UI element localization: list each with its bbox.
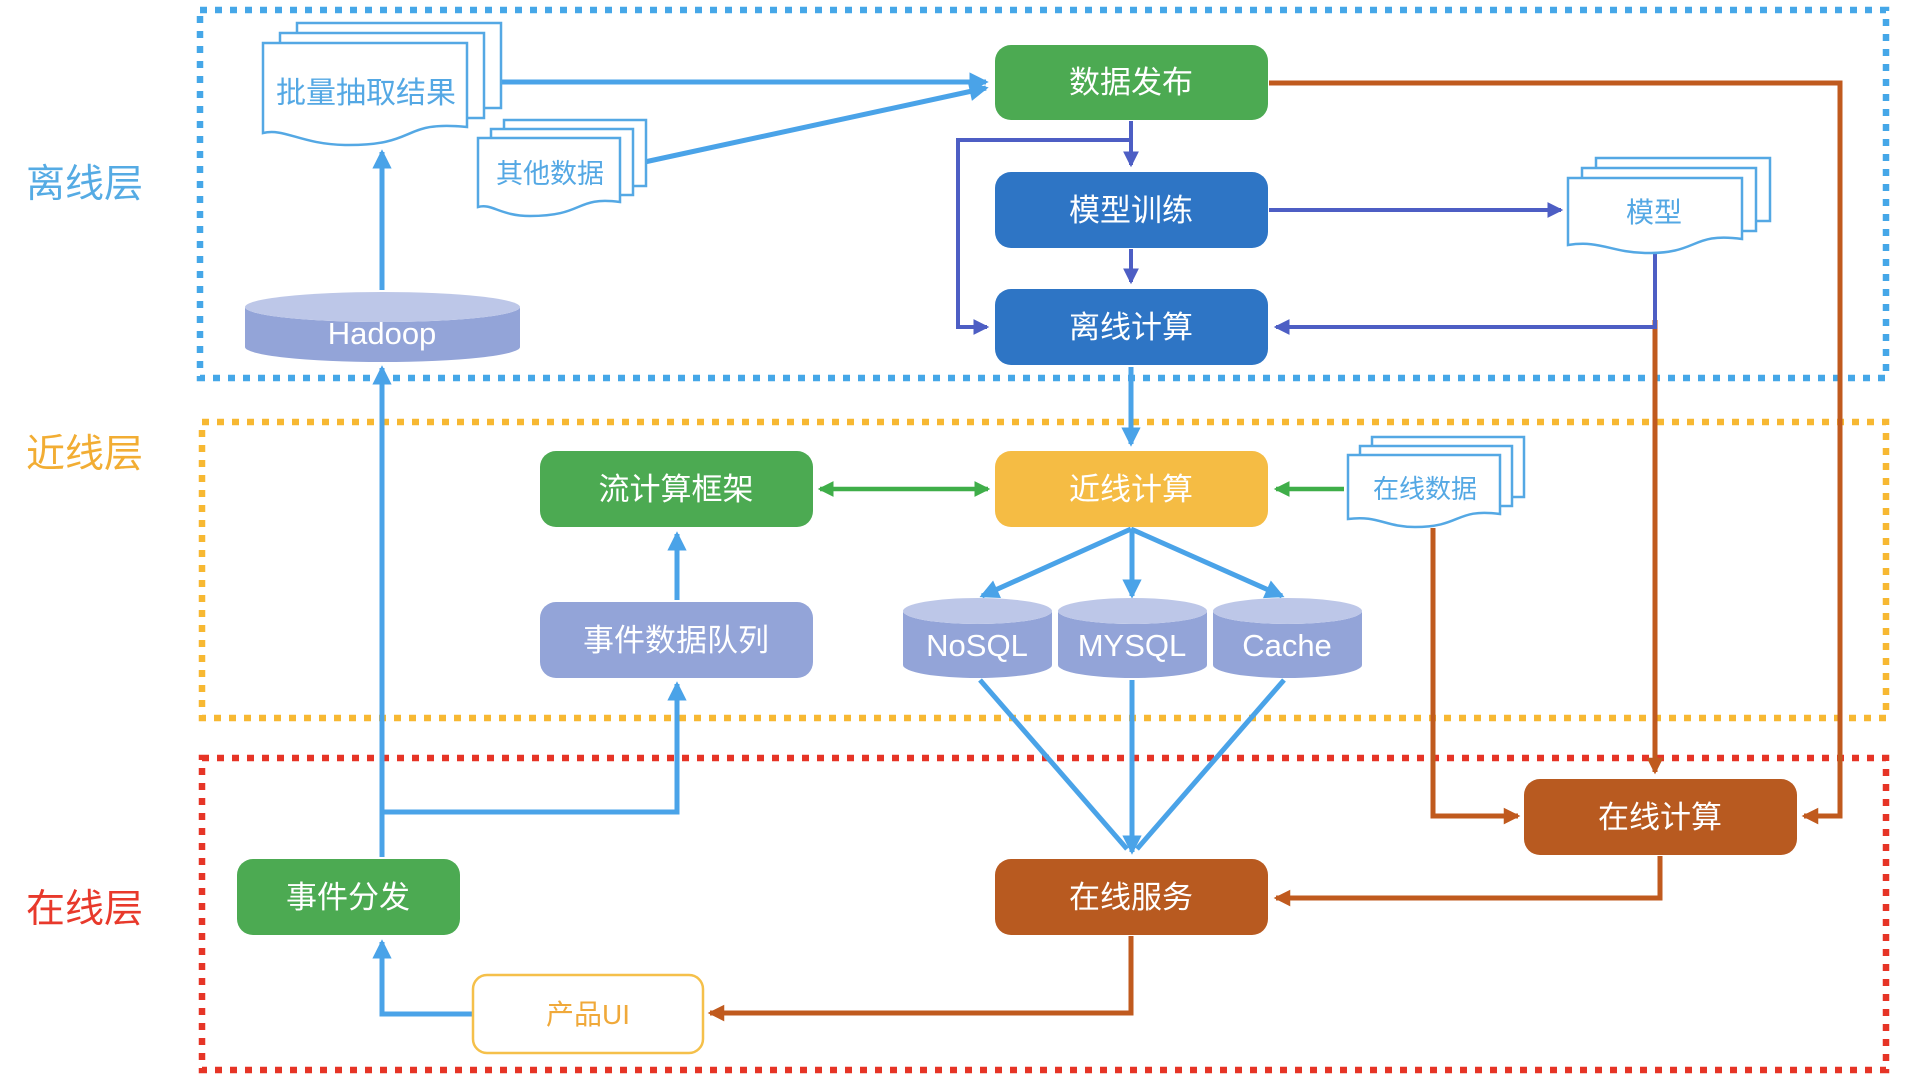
- online-data-node: 在线数据: [1346, 435, 1526, 529]
- mysql-label: MYSQL: [1078, 628, 1187, 663]
- model-training-label: 模型训练: [1069, 193, 1193, 228]
- database-icon-top: [903, 598, 1052, 624]
- nearline-layer-label: 近线层: [26, 433, 143, 476]
- document-icon: [1566, 176, 1744, 255]
- offline-computing-node: 离线计算: [995, 289, 1268, 365]
- nosql-label: NoSQL: [926, 628, 1028, 663]
- stream-framework-label: 流计算框架: [599, 472, 754, 507]
- cache-label: Cache: [1242, 628, 1332, 663]
- database-icon-top: [245, 292, 520, 322]
- other-data-label: 其他数据: [496, 159, 604, 189]
- edge-nearline-computing-to-nosql: [979, 526, 1133, 599]
- edge-other-data-to-data-publish: [639, 82, 989, 166]
- database-icon: [903, 611, 1052, 678]
- edge-data-publish-to-online-computing: [1269, 80, 1843, 825]
- offline-computing-label: 离线计算: [1069, 310, 1193, 345]
- event-dispatch-label: 事件分发: [286, 880, 410, 915]
- model-training-node: 模型训练: [995, 172, 1268, 248]
- event-queue-label: 事件数据队列: [583, 623, 769, 658]
- edge-event-dispatch-to-event-queue: [382, 681, 687, 815]
- hadoop-node: Hadoop: [245, 292, 520, 363]
- document-icon: [1346, 453, 1502, 529]
- nearline-computing-label: 近线计算: [1069, 472, 1193, 507]
- edge-nosql-to-online-service: [978, 678, 1129, 851]
- database-icon-top: [1058, 598, 1207, 624]
- document-icon: [476, 136, 622, 218]
- other-data-node: 其他数据: [476, 118, 648, 218]
- event-dispatch-node: 事件分发: [237, 859, 460, 935]
- online-service-label: 在线服务: [1069, 880, 1193, 915]
- cache-node: Cache: [1213, 598, 1362, 678]
- nearline-computing-node: 近线计算: [995, 451, 1268, 527]
- online-layer-label: 在线层: [26, 888, 143, 931]
- online-service-node: 在线服务: [995, 859, 1268, 935]
- batch-extract-result-node: 批量抽取结果: [261, 21, 503, 147]
- edge-nearline-computing-to-cache: [1129, 526, 1285, 599]
- edge-product-ui-to-event-dispatch: [372, 939, 473, 1017]
- nosql-node: NoSQL: [903, 598, 1052, 678]
- product-ui-label: 产品UI: [546, 999, 630, 1030]
- mysql-node: MYSQL: [1058, 598, 1207, 678]
- hadoop-label: Hadoop: [328, 316, 437, 351]
- online-layer-border: [198, 754, 1890, 1074]
- database-icon: [1058, 611, 1207, 678]
- data-publish-label: 数据发布: [1069, 65, 1193, 100]
- database-icon: [1213, 611, 1362, 678]
- edge-online-data-to-online-computing: [1430, 528, 1521, 825]
- online-computing-label: 在线计算: [1598, 800, 1722, 835]
- offline-layer-border: [196, 6, 1890, 382]
- stream-framework-node: 流计算框架: [540, 451, 813, 527]
- model-label: 模型: [1626, 197, 1682, 228]
- online-computing-node: 在线计算: [1524, 779, 1797, 855]
- offline-layer-label: 离线层: [26, 163, 143, 206]
- online-data-label: 在线数据: [1373, 474, 1477, 504]
- edge-online-computing-to-online-service: [1273, 856, 1663, 907]
- edge-cache-to-online-service: [1135, 678, 1286, 851]
- data-publish-node: 数据发布: [995, 45, 1268, 120]
- database-icon: [245, 307, 520, 363]
- product-ui-node: 产品UI: [471, 973, 705, 1055]
- nearline-layer-border: [198, 418, 1890, 722]
- database-icon-top: [1213, 598, 1362, 624]
- batch-extract-result-label: 批量抽取结果: [276, 77, 456, 110]
- model-node: 模型: [1566, 156, 1772, 255]
- document-icon: [261, 41, 469, 147]
- edge-data-publish-to-offline-computing: [956, 138, 1131, 335]
- edge-model-to-offline-computing: [1273, 254, 1657, 335]
- edge-online-service-to-product-ui: [707, 936, 1134, 1022]
- event-queue-node: 事件数据队列: [540, 602, 813, 678]
